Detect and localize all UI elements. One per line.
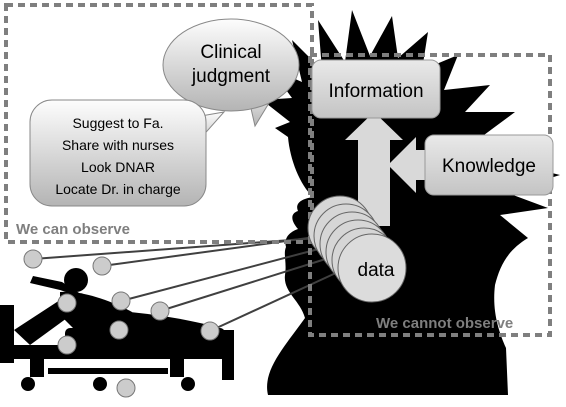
observation-node	[92, 256, 112, 276]
data-label: data	[358, 260, 395, 281]
clinical-judgment-line-1: Clinical	[200, 42, 261, 63]
observation-node	[57, 335, 77, 355]
action-item: Look DNAR	[81, 159, 155, 175]
observable-label: We can observe	[16, 221, 130, 238]
observation-nodes	[23, 249, 220, 398]
data-circle	[337, 233, 407, 303]
actions-bubble: Suggest to Fa. Share with nurses Look DN…	[29, 99, 226, 207]
up-arrow	[345, 112, 403, 226]
unobservable-label: We cannot observe	[376, 315, 513, 332]
clinical-judgment-line-2: judgment	[191, 66, 271, 87]
action-item: Share with nurses	[62, 137, 174, 153]
observation-node	[57, 293, 77, 313]
observation-lines	[32, 234, 339, 332]
observable-region-frame	[4, 3, 314, 244]
observation-node	[116, 378, 136, 398]
data-circle-stack	[307, 195, 407, 303]
information-box: Information	[311, 59, 441, 119]
information-label: Information	[328, 81, 423, 102]
knowledge-box: Knowledge	[424, 134, 554, 196]
observation-node	[23, 249, 43, 269]
clinical-judgment-bubble: Clinical judgment	[162, 18, 300, 128]
observation-node	[109, 320, 129, 340]
observation-node	[111, 291, 131, 311]
action-item: Suggest to Fa.	[72, 115, 163, 131]
action-item: Locate Dr. in charge	[55, 181, 181, 197]
knowledge-label: Knowledge	[442, 156, 536, 177]
patient-bed	[0, 300, 234, 391]
left-arrow	[388, 137, 432, 193]
observation-node	[150, 301, 170, 321]
unobservable-region-frame	[308, 53, 552, 337]
observation-node	[200, 321, 220, 341]
